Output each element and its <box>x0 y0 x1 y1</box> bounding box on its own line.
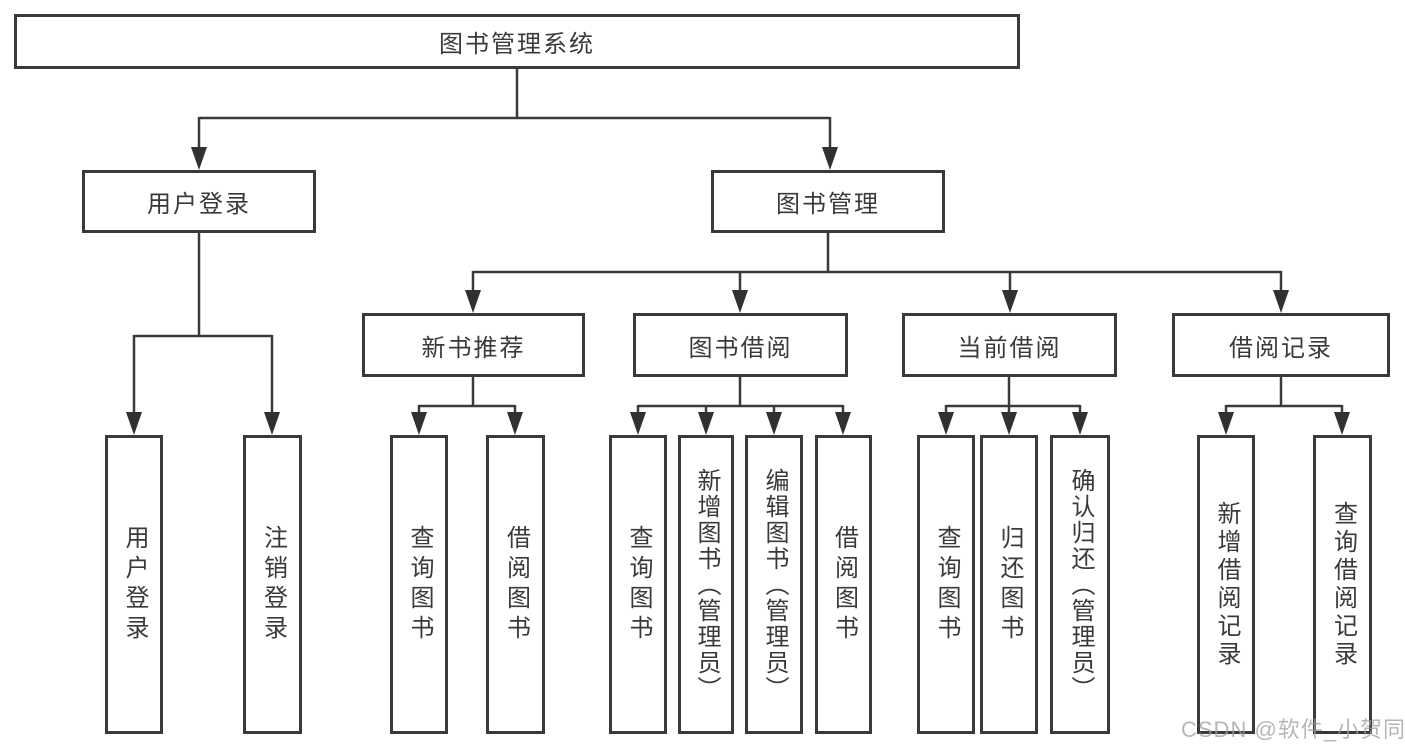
leaf-current-return-book-label: 归还图书 <box>996 524 1023 645</box>
node-current-borrowing: 当前借阅 <box>902 313 1117 377</box>
leaf-current-return-book: 归还图书 <box>980 435 1038 734</box>
node-borrow-records: 借阅记录 <box>1172 313 1390 377</box>
leaf-borrowing-edit-book-admin: 编辑图书（管理员） <box>745 435 803 734</box>
node-book-management: 图书管理 <box>711 170 945 233</box>
leaf-records-query-record-label: 查询借阅记录 <box>1329 500 1357 669</box>
node-book-management-label: 图书管理 <box>776 191 880 218</box>
node-root-label: 图书管理系统 <box>439 31 595 58</box>
leaf-borrowing-borrow-book: 借阅图书 <box>815 435 872 734</box>
leaf-borrowing-edit-book-admin-label: 编辑图书（管理员） <box>761 467 788 702</box>
leaf-borrowing-borrow-book-label: 借阅图书 <box>830 524 858 645</box>
leaf-user-login-label: 用户登录 <box>121 524 148 645</box>
leaf-borrowing-add-book-admin-label: 新增图书（管理员） <box>693 467 720 702</box>
node-user-login-label: 用户登录 <box>147 191 251 218</box>
leaf-current-query-book-label: 查询图书 <box>933 524 960 645</box>
leaf-newbook-borrow-book: 借阅图书 <box>486 435 545 734</box>
leaf-borrowing-query-book-label: 查询图书 <box>625 524 652 645</box>
node-current-borrowing-label: 当前借阅 <box>957 334 1062 362</box>
node-root-system: 图书管理系统 <box>14 14 1020 69</box>
csdn-watermark: CSDN @软件_小贺同学 <box>1181 717 1405 742</box>
node-borrow-records-label: 借阅记录 <box>1229 334 1333 362</box>
node-new-book-recommend-label: 新书推荐 <box>421 334 526 362</box>
leaf-current-query-book: 查询图书 <box>917 435 975 734</box>
leaf-borrowing-add-book-admin: 新增图书（管理员） <box>678 435 734 734</box>
leaf-newbook-query-book-label: 查询图书 <box>406 524 433 645</box>
node-new-book-recommend: 新书推荐 <box>362 313 585 377</box>
leaf-logout-label: 注销登录 <box>259 524 287 645</box>
leaf-newbook-query-book: 查询图书 <box>390 435 448 734</box>
arrowheads <box>126 147 1350 435</box>
leaf-logout: 注销登录 <box>243 435 302 734</box>
leaf-records-add-record: 新增借阅记录 <box>1197 435 1255 734</box>
leaf-current-confirm-return-admin: 确认归还（管理员） <box>1050 435 1110 734</box>
leaf-current-confirm-return-admin-label: 确认归还（管理员） <box>1067 467 1094 702</box>
leaf-user-login: 用户登录 <box>105 435 163 734</box>
leaf-newbook-borrow-book-label: 借阅图书 <box>502 524 530 645</box>
leaf-records-query-record: 查询借阅记录 <box>1313 435 1372 734</box>
leaf-records-add-record-label: 新增借阅记录 <box>1213 500 1240 669</box>
leaf-borrowing-query-book: 查询图书 <box>609 435 667 734</box>
node-book-borrowing-label: 图书借阅 <box>688 334 793 362</box>
node-book-borrowing: 图书借阅 <box>633 313 848 377</box>
node-user-login: 用户登录 <box>82 170 316 233</box>
